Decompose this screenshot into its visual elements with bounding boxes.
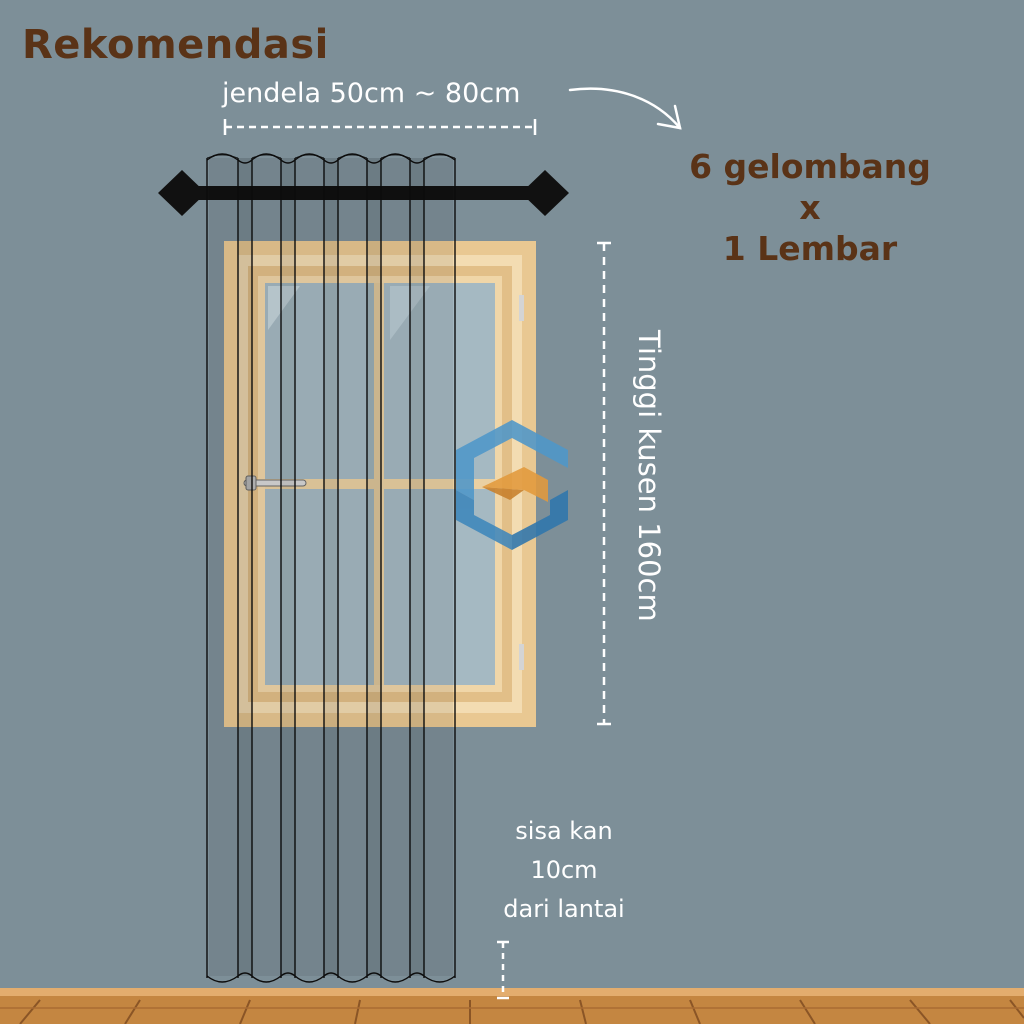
width-dimension-line (223, 119, 537, 135)
height-dimension-line (597, 241, 611, 726)
floor-note-line-3: dari lantai (503, 895, 625, 923)
sheet-count-text: 1 Lembar (722, 229, 898, 268)
waves-count-text: 6 gelombang (689, 147, 931, 186)
window-width-label: jendela 50cm ~ 80cm (222, 78, 521, 109)
frame-height-label: Tinggi kusen 160cm (632, 330, 666, 622)
floor-note-line-1: sisa kan (515, 817, 613, 845)
sheer-curtain (206, 153, 456, 983)
multiply-sign-text: x (799, 188, 821, 227)
recommendation-block: 6 gelombang x 1 Lembar (680, 146, 940, 269)
floor-note-line-2: 10cm (530, 856, 598, 884)
curved-arrow-icon (568, 87, 682, 130)
curtain-rod (158, 170, 569, 216)
wooden-floor (0, 988, 1024, 1024)
floor-clearance-note: sisa kan 10cm dari lantai (488, 812, 640, 929)
floor-gap-dimension-line (497, 940, 509, 1000)
window-handle-icon (243, 475, 307, 491)
brand-logo-icon (456, 420, 568, 550)
page-title: Rekomendasi (22, 22, 329, 68)
